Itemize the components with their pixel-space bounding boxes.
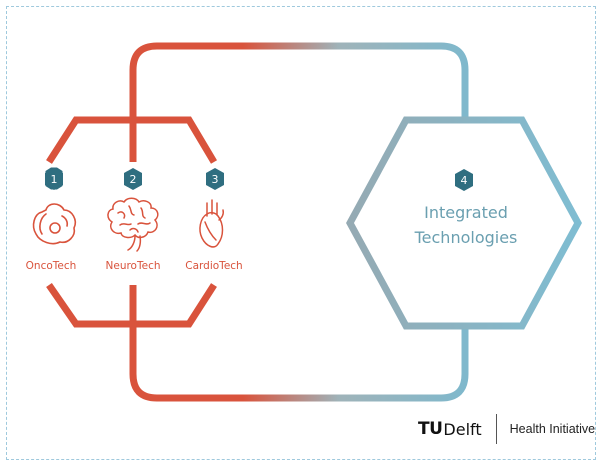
logo-health-initiative: Health Initiative: [509, 422, 596, 436]
integrated-hexagon: [346, 116, 582, 330]
integrated-line-1: Integrated: [424, 203, 508, 222]
badge-2-number: 2: [130, 173, 137, 186]
logo-divider: [495, 414, 497, 444]
badge-2: 2: [124, 168, 142, 190]
dashed-frame: [6, 6, 596, 460]
brain-icon: [107, 197, 159, 252]
badge-4: 4: [455, 169, 473, 191]
connector-top: [129, 42, 469, 122]
badge-4-number: 4: [461, 174, 468, 187]
integrated-line-2: Technologies: [414, 228, 518, 247]
logo-tu: TU: [418, 419, 443, 439]
badge-3-number: 3: [212, 173, 219, 186]
heart-icon: [199, 199, 224, 248]
logo-delft: Delft: [443, 419, 482, 439]
connector-bottom: [129, 323, 469, 402]
label-cardiotech: CardioTech: [185, 260, 242, 272]
badge-1: 1: [45, 167, 63, 190]
cell-icon: [32, 203, 77, 245]
label-neurotech: NeuroTech: [106, 260, 161, 272]
badge-3: 3: [206, 168, 224, 190]
badge-1-number: 1: [51, 173, 58, 186]
label-oncotech: OncoTech: [26, 260, 77, 272]
